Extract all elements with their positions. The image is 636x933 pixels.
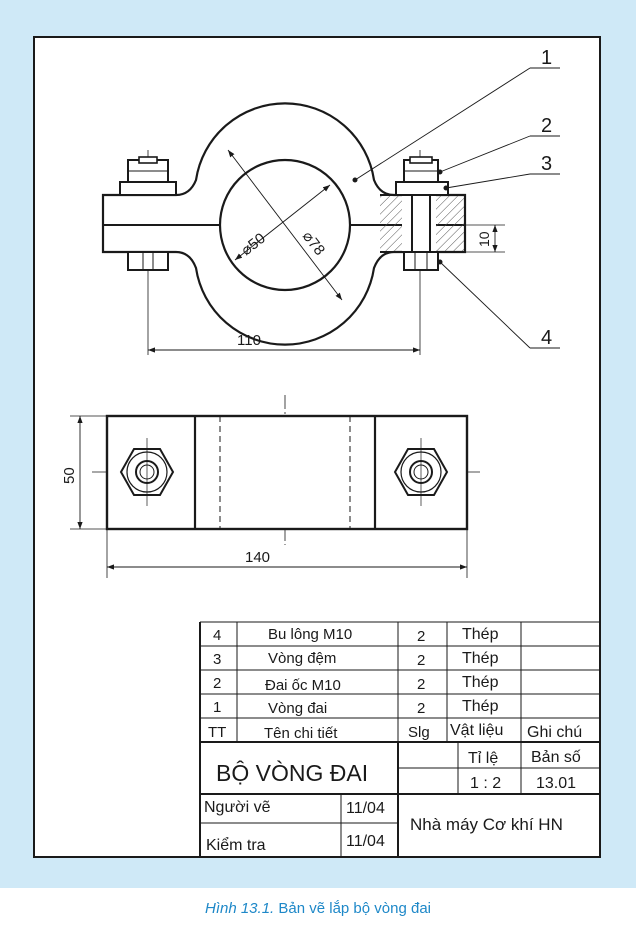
row-name: Bu lông M10	[268, 626, 352, 643]
row-qty: 2	[417, 628, 425, 645]
row-name: Vòng đai	[268, 700, 327, 717]
figure-caption: Hình 13.1. Bản vẽ lắp bộ vòng đai	[0, 900, 636, 917]
checked-date: 11/04	[346, 833, 385, 850]
dim-front-length: 110	[237, 332, 261, 349]
row-material: Thép	[462, 626, 499, 643]
drawn-by-label: Người vẽ	[204, 799, 271, 816]
parts-row-1: 1 Vòng đai 2 Thép	[213, 698, 499, 717]
dim-top-width: 50	[61, 467, 78, 484]
row-tt: 4	[213, 627, 221, 644]
leader-label-2: 2	[541, 115, 552, 137]
scale-value: 1 : 2	[470, 775, 501, 792]
parts-header: TT Tên chi tiết Slg Vật liệu Ghi chú	[208, 722, 582, 742]
row-name: Vòng đệm	[268, 650, 336, 667]
header-tt: TT	[208, 724, 226, 741]
row-tt: 1	[213, 699, 221, 716]
assembly-drawing: 1 2 3 4 ⌀50 ⌀78 10 110	[33, 36, 601, 858]
title-block	[199, 742, 600, 856]
row-material: Thép	[462, 674, 499, 691]
top-view	[70, 395, 480, 578]
row-name: Đai ốc M10	[265, 677, 341, 694]
header-material: Vật liệu	[450, 722, 503, 739]
drawing-title: BỘ VÒNG ĐAI	[216, 759, 368, 786]
parts-row-2: 2 Đai ốc M10 2 Thép	[213, 674, 499, 694]
row-qty: 2	[417, 652, 425, 669]
front-view	[101, 67, 560, 355]
row-tt: 2	[213, 675, 221, 692]
leader-label-1: 1	[541, 47, 552, 69]
row-qty: 2	[417, 700, 425, 717]
drawing-number-value: 13.01	[536, 775, 576, 792]
company-name: Nhà máy Cơ khí HN	[410, 815, 563, 834]
header-note: Ghi chú	[527, 724, 582, 741]
drawn-date: 11/04	[346, 800, 385, 817]
figure-number: Hình 13.1.	[204, 900, 275, 917]
parts-row-3: 3 Vòng đệm 2 Thép	[213, 650, 499, 669]
leader-label-4: 4	[541, 327, 552, 349]
dim-top-length: 140	[245, 549, 270, 566]
checked-by-label: Kiểm tra	[206, 836, 266, 854]
parts-list	[199, 621, 600, 743]
row-material: Thép	[462, 698, 499, 715]
header-name: Tên chi tiết	[264, 725, 338, 742]
leader-label-3: 3	[541, 153, 552, 175]
dim-thickness: 10	[476, 231, 492, 247]
scale-label: Tỉ lệ	[468, 750, 498, 767]
row-tt: 3	[213, 651, 221, 668]
row-material: Thép	[462, 650, 499, 667]
drawing-number-label: Bản số	[531, 749, 581, 766]
row-qty: 2	[417, 676, 425, 693]
parts-row-4: 4 Bu lông M10 2 Thép	[213, 626, 499, 645]
header-qty: Slg	[408, 724, 430, 741]
figure-title: Bản vẽ lắp bộ vòng đai	[278, 900, 431, 917]
